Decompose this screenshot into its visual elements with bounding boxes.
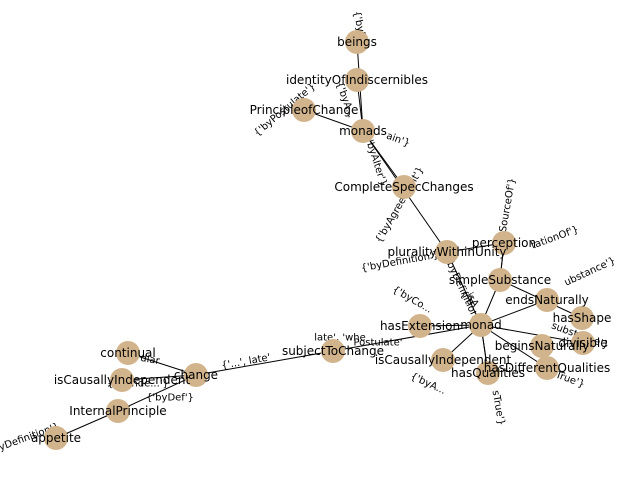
graph-edge — [117, 374, 197, 412]
node-label: subjectToChange — [282, 344, 384, 358]
node-label: monads — [339, 124, 387, 138]
node-label: hasExtension — [380, 319, 460, 333]
graph-nodes — [44, 30, 595, 450]
node-label: appetite — [31, 431, 81, 445]
node-label: continual — [100, 346, 155, 360]
node-label: perception — [472, 236, 536, 250]
edge-label: diar — [140, 353, 162, 367]
edge-label: Postulate' — [354, 338, 403, 349]
node-label: beginsNaturally — [495, 339, 590, 353]
edge-label: ain'} — [385, 131, 412, 150]
edge-label: late', 'whe — [314, 333, 366, 344]
graph-edge — [332, 324, 482, 352]
graph-edge — [446, 251, 482, 326]
node-label: monad — [460, 318, 502, 332]
node-label: simpleSubstance — [449, 273, 551, 287]
node-label: isCausallyIndependent — [375, 353, 512, 367]
edge-label: sTrue'} — [489, 390, 506, 427]
node-label: beings — [337, 35, 377, 49]
graph-node — [345, 30, 369, 54]
graph-edge — [480, 324, 548, 369]
graph-node — [469, 313, 493, 337]
node-label: hasQualities — [451, 366, 525, 380]
node-label: pluralityWithinUnity — [387, 245, 506, 259]
graph-node — [351, 119, 375, 143]
graph-node — [476, 361, 500, 385]
graph-node — [530, 334, 554, 358]
node-label: InternalPrinciple — [69, 404, 166, 418]
graph-node — [571, 331, 595, 355]
graph-node — [106, 399, 130, 423]
graph-edge — [121, 374, 197, 381]
edge-label: {'byCo... — [390, 284, 433, 315]
node-label: hasShape — [553, 311, 612, 325]
graph-node-labels: beings identityOfIndiscerniblesPrincipleo… — [31, 35, 611, 445]
graph-node — [408, 314, 432, 338]
edge-label: tationOf'} — [530, 224, 580, 251]
graph-node — [345, 68, 369, 92]
node-label: change — [174, 368, 218, 382]
graph-node — [535, 356, 559, 380]
graph-node — [535, 288, 559, 312]
graph-node — [570, 306, 594, 330]
edge-label: ubstance'} — [563, 255, 618, 288]
graph-node — [116, 341, 140, 365]
graph-node — [488, 268, 512, 292]
graph-node — [44, 426, 68, 450]
node-label: divisible — [558, 336, 607, 350]
node-label: PrincipleofChange — [250, 103, 359, 117]
graph-edge — [480, 324, 584, 344]
node-label: CompleteSpecChanges — [334, 180, 473, 194]
node-label: identityOfIndiscernibles — [286, 73, 428, 87]
node-label: isCausallyIndependent — [54, 373, 191, 387]
edge-label: {'byA... — [409, 371, 448, 397]
graph-node — [431, 348, 455, 372]
graph-node — [292, 98, 316, 122]
graph-node — [492, 231, 516, 255]
edge-label: {'byInde...'} — [107, 379, 169, 390]
graph-node — [110, 368, 134, 392]
edge-label: SourceOf'} — [498, 177, 518, 233]
node-label: endsNaturally — [505, 293, 589, 307]
edge-label: {'...', late' — [221, 352, 272, 371]
graph-node — [392, 175, 416, 199]
graph-node — [435, 240, 459, 264]
graph-edge — [195, 350, 334, 376]
graph-node — [184, 363, 208, 387]
graph-node — [321, 339, 345, 363]
node-label: hasDifferentQualities — [484, 361, 611, 375]
edge-label: {'byDef'} — [146, 393, 194, 404]
